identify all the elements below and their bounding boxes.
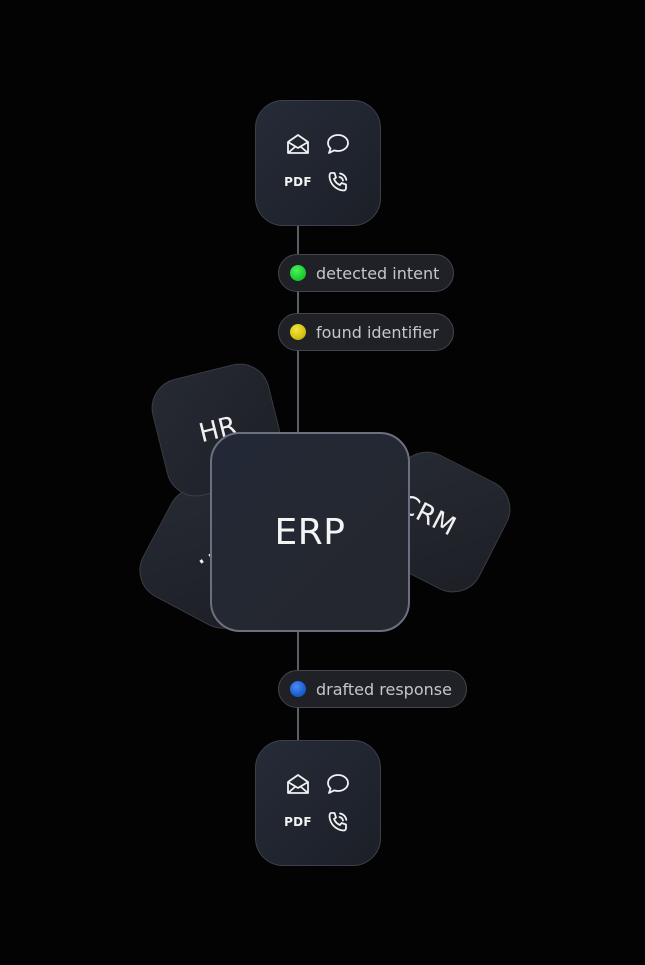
step-detected-intent: detected intent [278,254,455,292]
step-label: drafted response [316,679,452,699]
step-label: detected intent [316,263,440,283]
chat-bubble-icon [318,765,358,803]
status-dot-yellow [290,324,306,340]
pdf-icon: PDF [278,163,318,201]
phone-call-icon [318,163,358,201]
erp-system-card: ERP [210,432,410,632]
mail-icon [278,125,318,163]
pdf-label: PDF [284,175,312,189]
pdf-label: PDF [284,815,312,829]
step-drafted-response: drafted response [278,670,467,708]
phone-call-icon [318,803,358,841]
input-channels-box: PDF [255,100,381,226]
step-found-identifier: found identifier [278,313,454,351]
status-dot-green [290,265,306,281]
erp-label: ERP [274,511,346,553]
pdf-icon: PDF [278,803,318,841]
step-label: found identifier [316,322,439,342]
output-channels-box: PDF [255,740,381,866]
mail-icon [278,765,318,803]
chat-bubble-icon [318,125,358,163]
status-dot-blue [290,681,306,697]
